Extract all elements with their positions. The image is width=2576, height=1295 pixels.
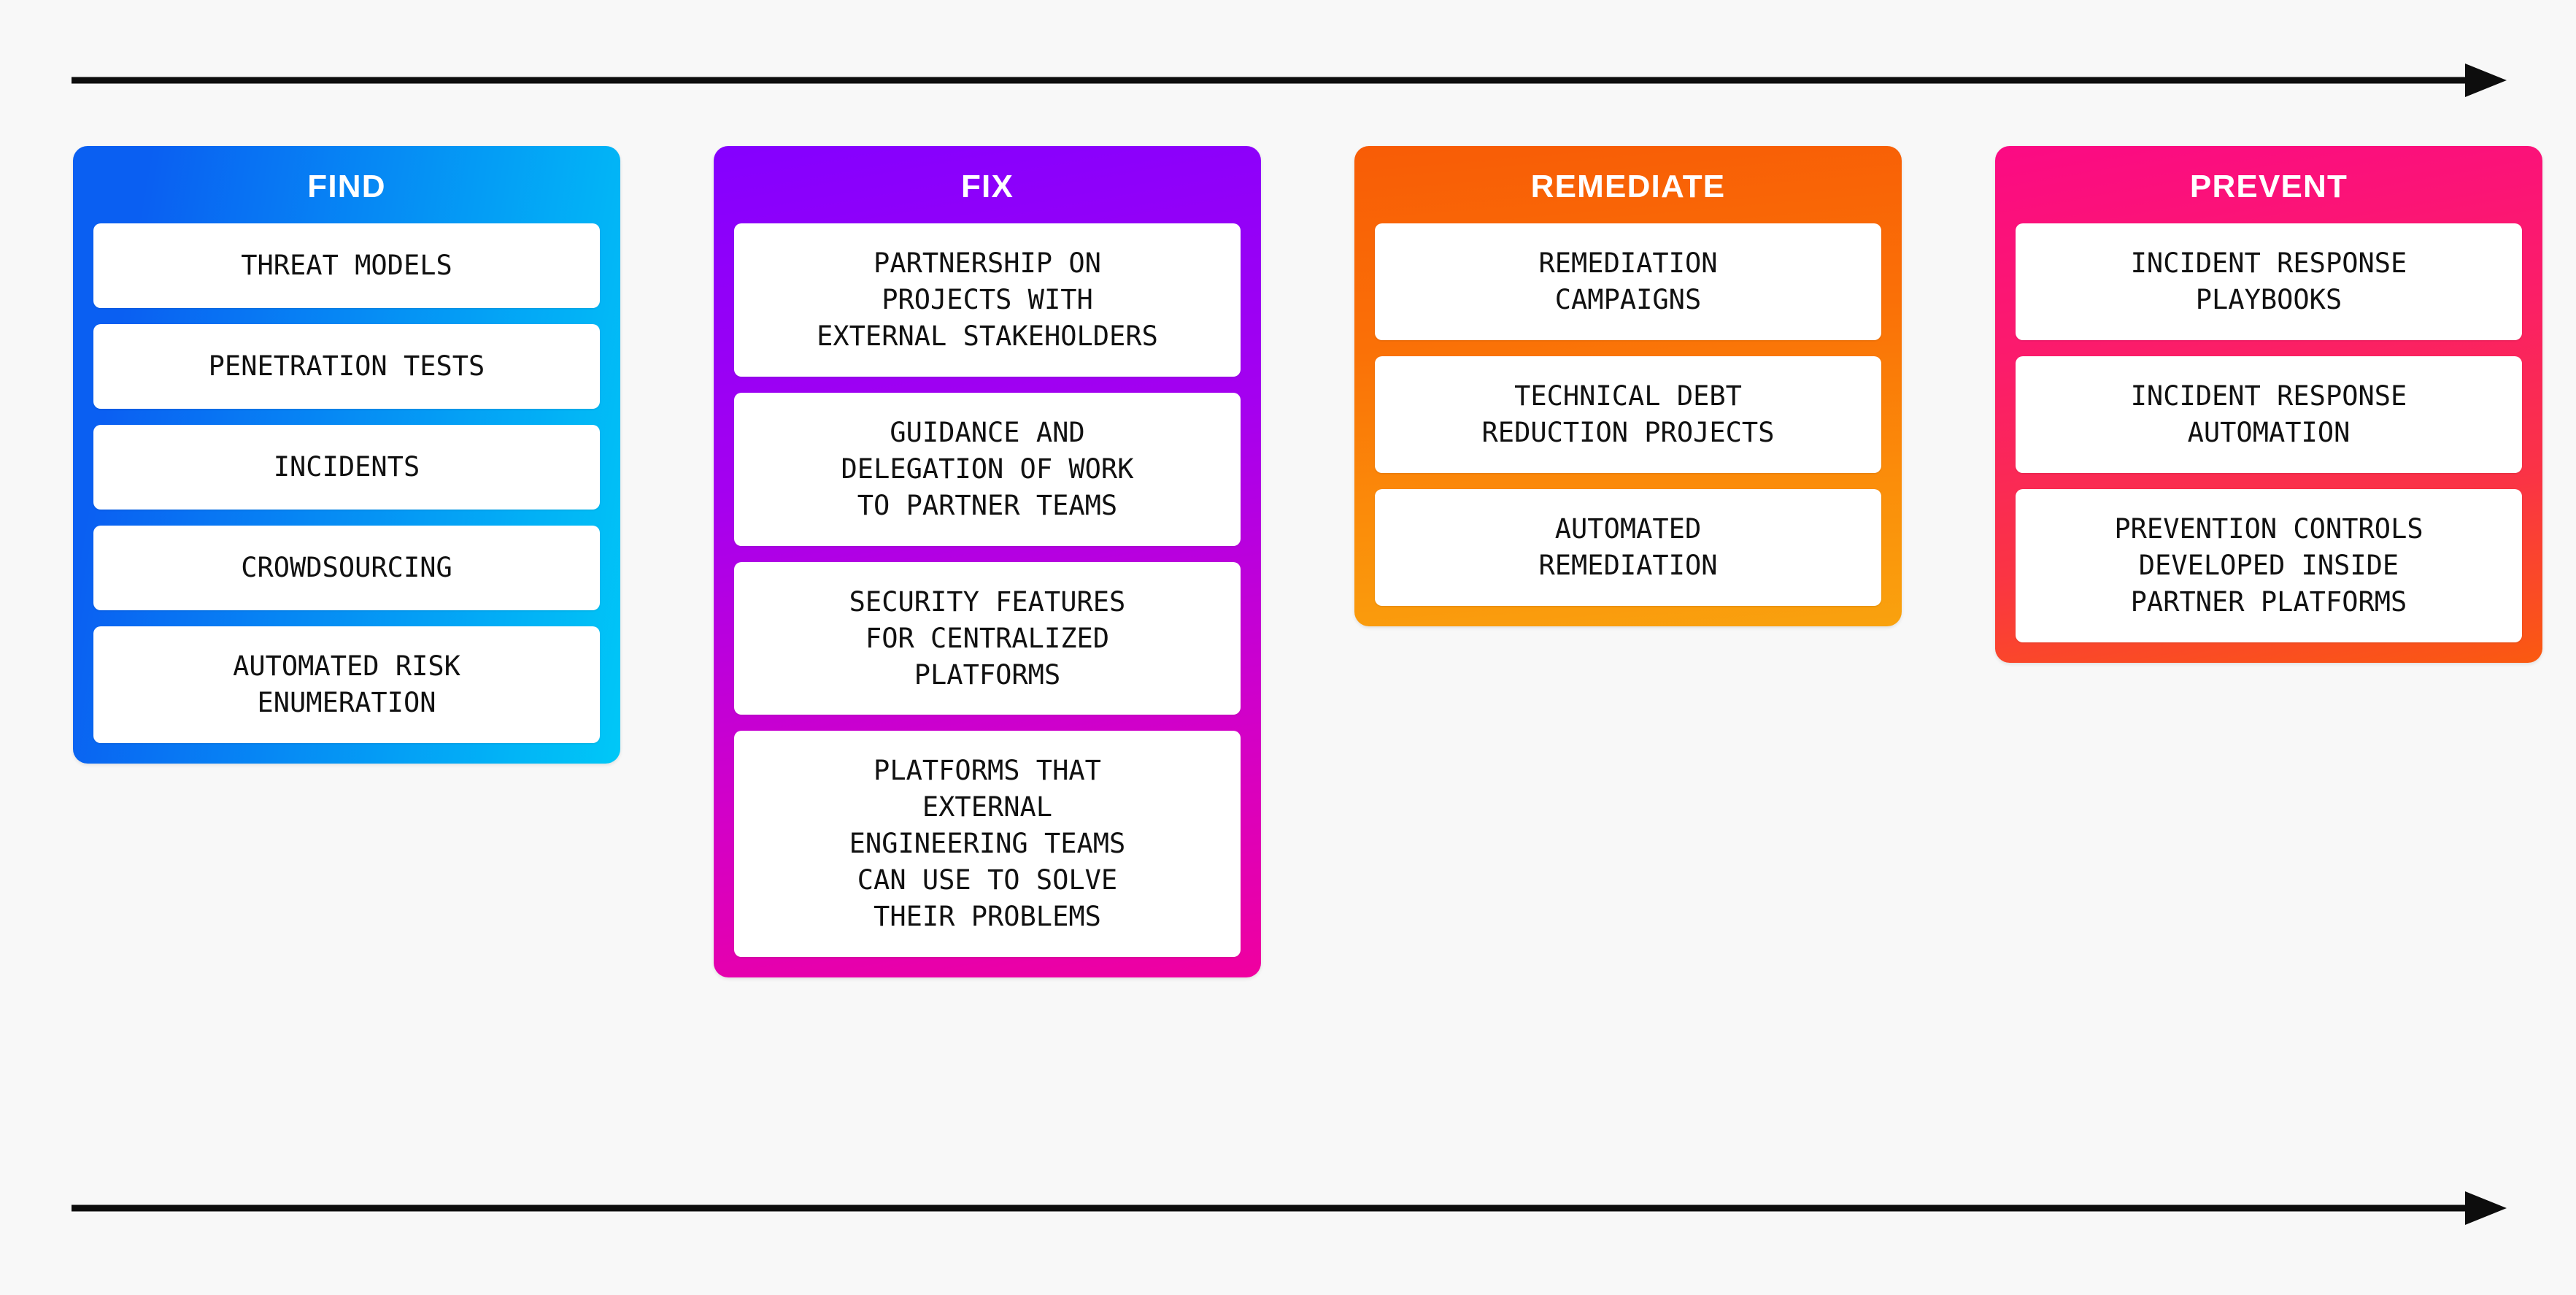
arrow-right-icon bbox=[72, 64, 2507, 97]
column-prevent: PREVENT INCIDENT RESPONSE PLAYBOOKS INCIDE… bbox=[1995, 146, 2542, 663]
card-label: AUTOMATED RISK ENUMERATION bbox=[233, 650, 460, 718]
card-item: INCIDENTS bbox=[93, 425, 600, 510]
card-label: PLATFORMS THAT EXTERNAL ENGINEERING TEAM… bbox=[849, 755, 1126, 933]
progression-arrow-bottom bbox=[72, 1186, 2507, 1230]
card-label: REMEDIATION CAMPAIGNS bbox=[1538, 247, 1718, 315]
card-item: INCIDENT RESPONSE AUTOMATION bbox=[2016, 356, 2522, 473]
card-item: PENETRATION TESTS bbox=[93, 324, 600, 409]
column-title-remediate: REMEDIATE bbox=[1530, 169, 1726, 204]
card-label: THREAT MODELS bbox=[241, 250, 452, 282]
card-item: AUTOMATED RISK ENUMERATION bbox=[93, 626, 600, 743]
column-title-find: FIND bbox=[307, 169, 386, 204]
column-remediate: REMEDIATE REMEDIATION CAMPAIGNS TECHNICAL … bbox=[1354, 146, 1902, 626]
card-item: AUTOMATED REMEDIATION bbox=[1375, 488, 1881, 606]
column-title-prevent: PREVENT bbox=[2189, 169, 2348, 204]
card-label: PARTNERSHIP ON PROJECTS WITH EXTERNAL ST… bbox=[817, 247, 1158, 352]
card-label: INCIDENT RESPONSE PLAYBOOKS bbox=[2130, 247, 2407, 315]
card-label: CROWDSOURCING bbox=[241, 552, 452, 584]
arrow-right-icon bbox=[72, 1191, 2507, 1225]
card-item: REMEDIATION CAMPAIGNS bbox=[1375, 223, 1881, 340]
progression-arrow-top bbox=[72, 58, 2507, 102]
card-item: THREAT MODELS bbox=[93, 223, 600, 308]
card-item: TECHNICAL DEBT REDUCTION PROJECTS bbox=[1375, 356, 1881, 473]
card-label: PENETRATION TESTS bbox=[208, 350, 485, 383]
card-item: PLATFORMS THAT EXTERNAL ENGINEERING TEAM… bbox=[734, 731, 1241, 958]
card-item: INCIDENT RESPONSE PLAYBOOKS bbox=[2016, 223, 2522, 340]
card-label: INCIDENT RESPONSE AUTOMATION bbox=[2130, 380, 2407, 448]
column-title-fix: FIX bbox=[960, 169, 1014, 204]
card-label: GUIDANCE AND DELEGATION OF WORK TO PARTN… bbox=[841, 416, 1134, 521]
card-item: GUIDANCE AND DELEGATION OF WORK TO PARTN… bbox=[734, 392, 1241, 546]
card-label: INCIDENTS bbox=[273, 451, 420, 483]
column-find: FIND THREAT MODELS PENETRATION TESTS INCIDE… bbox=[73, 146, 620, 764]
card-label: TECHNICAL DEBT REDUCTION PROJECTS bbox=[1481, 380, 1775, 448]
card-item: PREVENTION CONTROLS DEVELOPED INSIDE PAR… bbox=[2016, 488, 2522, 642]
column-fix: FIX PARTNERSHIP ON PROJECTS WITH EXTERNAL… bbox=[714, 146, 1261, 978]
pipeline-columns: FIND THREAT MODELS PENETRATION TESTS INCIDE… bbox=[73, 146, 2542, 978]
card-item: PARTNERSHIP ON PROJECTS WITH EXTERNAL ST… bbox=[734, 223, 1241, 377]
card-label: PREVENTION CONTROLS DEVELOPED INSIDE PAR… bbox=[2114, 512, 2423, 618]
card-item: SECURITY FEATURES FOR CENTRALIZED PLATFO… bbox=[734, 561, 1241, 715]
card-item: CROWDSOURCING bbox=[93, 526, 600, 610]
card-label: AUTOMATED REMEDIATION bbox=[1538, 512, 1718, 581]
card-label: SECURITY FEATURES FOR CENTRALIZED PLATFO… bbox=[849, 585, 1126, 691]
